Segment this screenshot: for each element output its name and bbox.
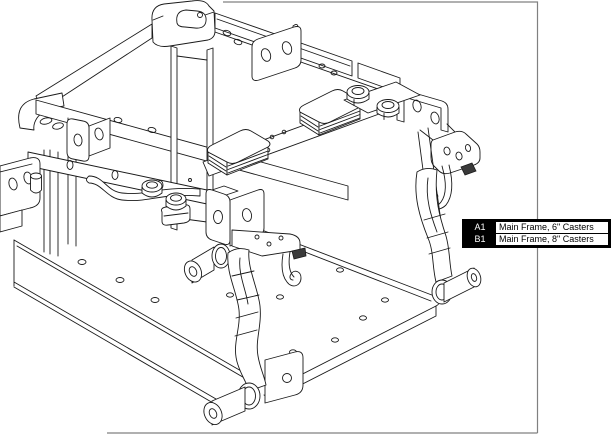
battery-strap-assembly [202, 81, 421, 177]
callout-table: A1 Main Frame, 6" Casters B1 Main Frame,… [462, 219, 611, 248]
axle-tube [443, 267, 482, 303]
table-row[interactable]: A1 Main Frame, 6" Casters [465, 222, 608, 233]
part-id-cell: A1 [465, 222, 495, 233]
part-description-cell: Main Frame, 8" Casters [496, 234, 608, 245]
table-row[interactable]: B1 Main Frame, 8" Casters [465, 234, 608, 245]
frame-hook-center [281, 251, 302, 287]
strap-pad-left [207, 129, 271, 176]
hex-bolt [346, 85, 370, 106]
mid-rails-brackets [0, 117, 307, 287]
part-description-cell: Main Frame, 6" Casters [496, 222, 608, 233]
axle-pin-upper [183, 246, 215, 284]
rubber-foot-center [291, 247, 307, 260]
caster-arm-front [183, 243, 304, 426]
axle-pin-lower [203, 386, 246, 426]
hex-bolt [165, 192, 187, 211]
part-id-cell: B1 [465, 234, 495, 245]
tie-down-loop-bracket [151, 0, 216, 47]
hex-bolts-left [141, 179, 187, 211]
sheet-border [107, 1, 539, 434]
hex-bolt [376, 99, 400, 120]
caster-arm-rear [415, 127, 482, 305]
hex-bolt [141, 179, 163, 198]
strap-pad-right [299, 89, 363, 136]
rubber-foot-right [460, 162, 477, 176]
